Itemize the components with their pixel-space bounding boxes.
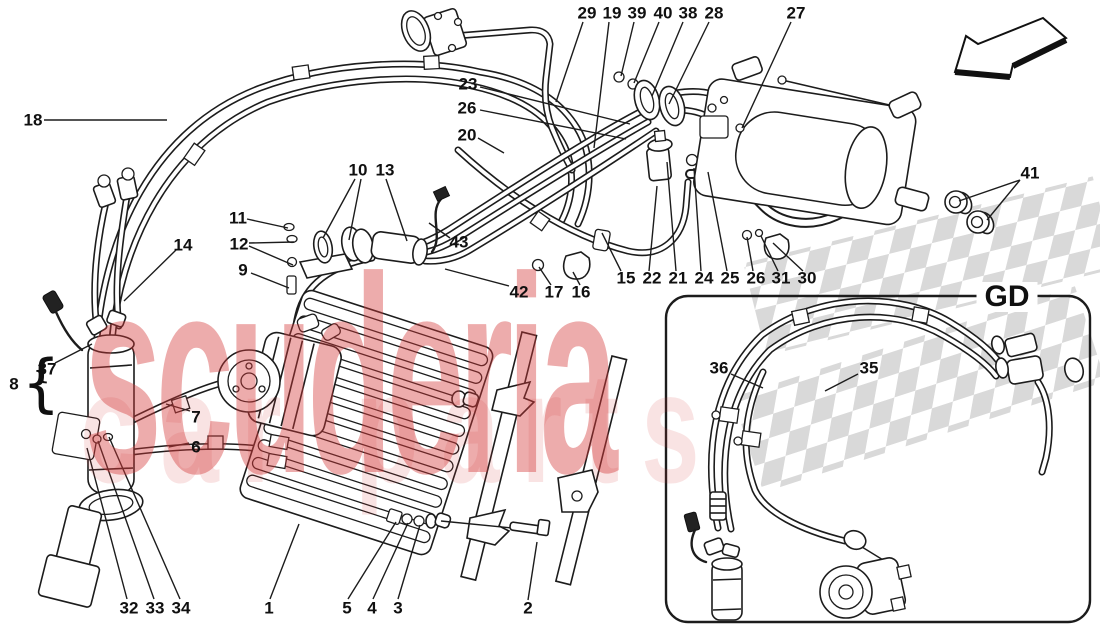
part-label-13: 13 bbox=[375, 160, 395, 180]
part-label-33: 33 bbox=[145, 598, 165, 618]
part-label-42: 42 bbox=[509, 282, 529, 302]
inset-dryer bbox=[683, 511, 743, 621]
part-label-39: 39 bbox=[627, 3, 647, 23]
part-label-25: 25 bbox=[720, 268, 740, 288]
part-label-17: 17 bbox=[544, 282, 564, 302]
part-label-8: 8 bbox=[9, 374, 19, 394]
inset-compressor bbox=[819, 557, 912, 619]
part-label-19: 19 bbox=[602, 3, 622, 23]
inset-box-gd bbox=[664, 294, 1092, 624]
part-label-40: 40 bbox=[653, 3, 673, 23]
side-frame-rails bbox=[440, 331, 628, 586]
part-label-41: 41 bbox=[1020, 163, 1040, 183]
part-label-26: 26 bbox=[457, 98, 477, 118]
part-label-4: 4 bbox=[367, 598, 377, 618]
part-label-29: 29 bbox=[577, 3, 597, 23]
part-label-35: 35 bbox=[859, 358, 879, 378]
part-label-37: 37 bbox=[37, 359, 57, 379]
top-pipe-fitting bbox=[400, 7, 468, 57]
leader-lines bbox=[44, 21, 1021, 601]
part-label-28: 28 bbox=[704, 3, 724, 23]
hose-clamp-center bbox=[531, 228, 611, 280]
valve-assembly bbox=[283, 185, 451, 295]
part-label-27: 27 bbox=[786, 3, 806, 23]
part-label-5: 5 bbox=[342, 598, 352, 618]
inset-label-gd: GD bbox=[976, 282, 1038, 312]
part-label-24: 24 bbox=[694, 268, 714, 288]
part-label-10: 10 bbox=[348, 160, 368, 180]
part-label-20: 20 bbox=[457, 125, 477, 145]
part-label-34: 34 bbox=[171, 598, 191, 618]
direction-arrow-icon bbox=[953, 16, 1068, 80]
part-label-30: 30 bbox=[797, 268, 817, 288]
part-label-9: 9 bbox=[238, 260, 248, 280]
part-label-14: 14 bbox=[173, 235, 193, 255]
part-label-43: 43 bbox=[449, 232, 469, 252]
part-label-22: 22 bbox=[642, 268, 662, 288]
compressor bbox=[217, 313, 342, 437]
part-label-1: 1 bbox=[264, 598, 274, 618]
part-label-15: 15 bbox=[616, 268, 636, 288]
part-label-12: 12 bbox=[229, 234, 249, 254]
part-label-32: 32 bbox=[119, 598, 139, 618]
part-label-26: 26 bbox=[746, 268, 766, 288]
inset-hoses bbox=[710, 301, 1085, 564]
part-label-23: 23 bbox=[458, 74, 478, 94]
hoses-main bbox=[95, 30, 866, 452]
grommet-pair bbox=[944, 190, 995, 235]
group-brace-37: { bbox=[33, 355, 51, 386]
part-label-7: 7 bbox=[191, 407, 201, 427]
part-label-18: 18 bbox=[23, 110, 43, 130]
dryer-assembly bbox=[37, 167, 144, 608]
reservoir-unit bbox=[693, 56, 930, 226]
part-label-31: 31 bbox=[771, 268, 791, 288]
part-label-6: 6 bbox=[191, 437, 201, 457]
part-label-21: 21 bbox=[668, 268, 688, 288]
part-label-38: 38 bbox=[678, 3, 698, 23]
part-label-3: 3 bbox=[393, 598, 403, 618]
part-label-2: 2 bbox=[523, 598, 533, 618]
part-label-16: 16 bbox=[571, 282, 591, 302]
part-label-36: 36 bbox=[709, 358, 729, 378]
group-brace-8: { bbox=[22, 346, 61, 421]
bulkhead-grommets bbox=[613, 71, 686, 127]
part-label-11: 11 bbox=[229, 208, 247, 228]
